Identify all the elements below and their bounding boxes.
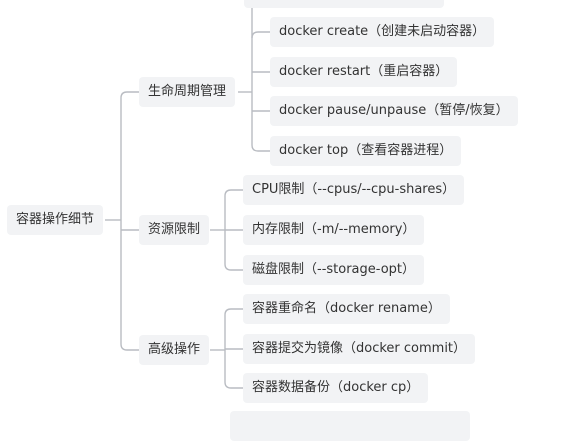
leaf-node-cpu-limit[interactable]: CPU限制（--cpus/--cpu-shares） bbox=[243, 175, 465, 205]
connector-line bbox=[120, 91, 139, 351]
connector-lines bbox=[105, 2, 270, 389]
mindmap-canvas: 容器操作细节 生命周期管理 资源限制 高级操作 docker create（创建… bbox=[7, 0, 518, 441]
branch-node-resource-limits[interactable]: 资源限制 bbox=[139, 215, 210, 245]
leaf-node-docker-pause[interactable]: docker pause/unpause（暂停/恢复） bbox=[270, 96, 518, 126]
branch-node-advanced[interactable]: 高级操作 bbox=[139, 335, 210, 365]
partial-node-bottom bbox=[230, 411, 470, 441]
leaf-node-docker-restart[interactable]: docker restart（重启容器） bbox=[270, 57, 458, 87]
branch-node-lifecycle[interactable]: 生命周期管理 bbox=[139, 77, 236, 107]
leaf-node-commit[interactable]: 容器提交为镜像（docker commit） bbox=[243, 334, 476, 364]
partial-node-top bbox=[244, 0, 444, 8]
leaf-node-disk-limit[interactable]: 磁盘限制（--storage-opt） bbox=[243, 255, 425, 285]
leaf-node-cp-backup[interactable]: 容器数据备份（docker cp） bbox=[243, 373, 429, 403]
leaf-node-rename[interactable]: 容器重命名（docker rename） bbox=[243, 294, 450, 324]
leaf-node-docker-top[interactable]: docker top（查看容器进程） bbox=[270, 136, 462, 166]
leaf-node-memory-limit[interactable]: 内存限制（-m/--memory） bbox=[243, 215, 425, 245]
connector-line bbox=[251, 31, 270, 152]
root-node[interactable]: 容器操作细节 bbox=[7, 205, 104, 235]
leaf-node-docker-create[interactable]: docker create（创建未启动容器） bbox=[270, 17, 495, 47]
